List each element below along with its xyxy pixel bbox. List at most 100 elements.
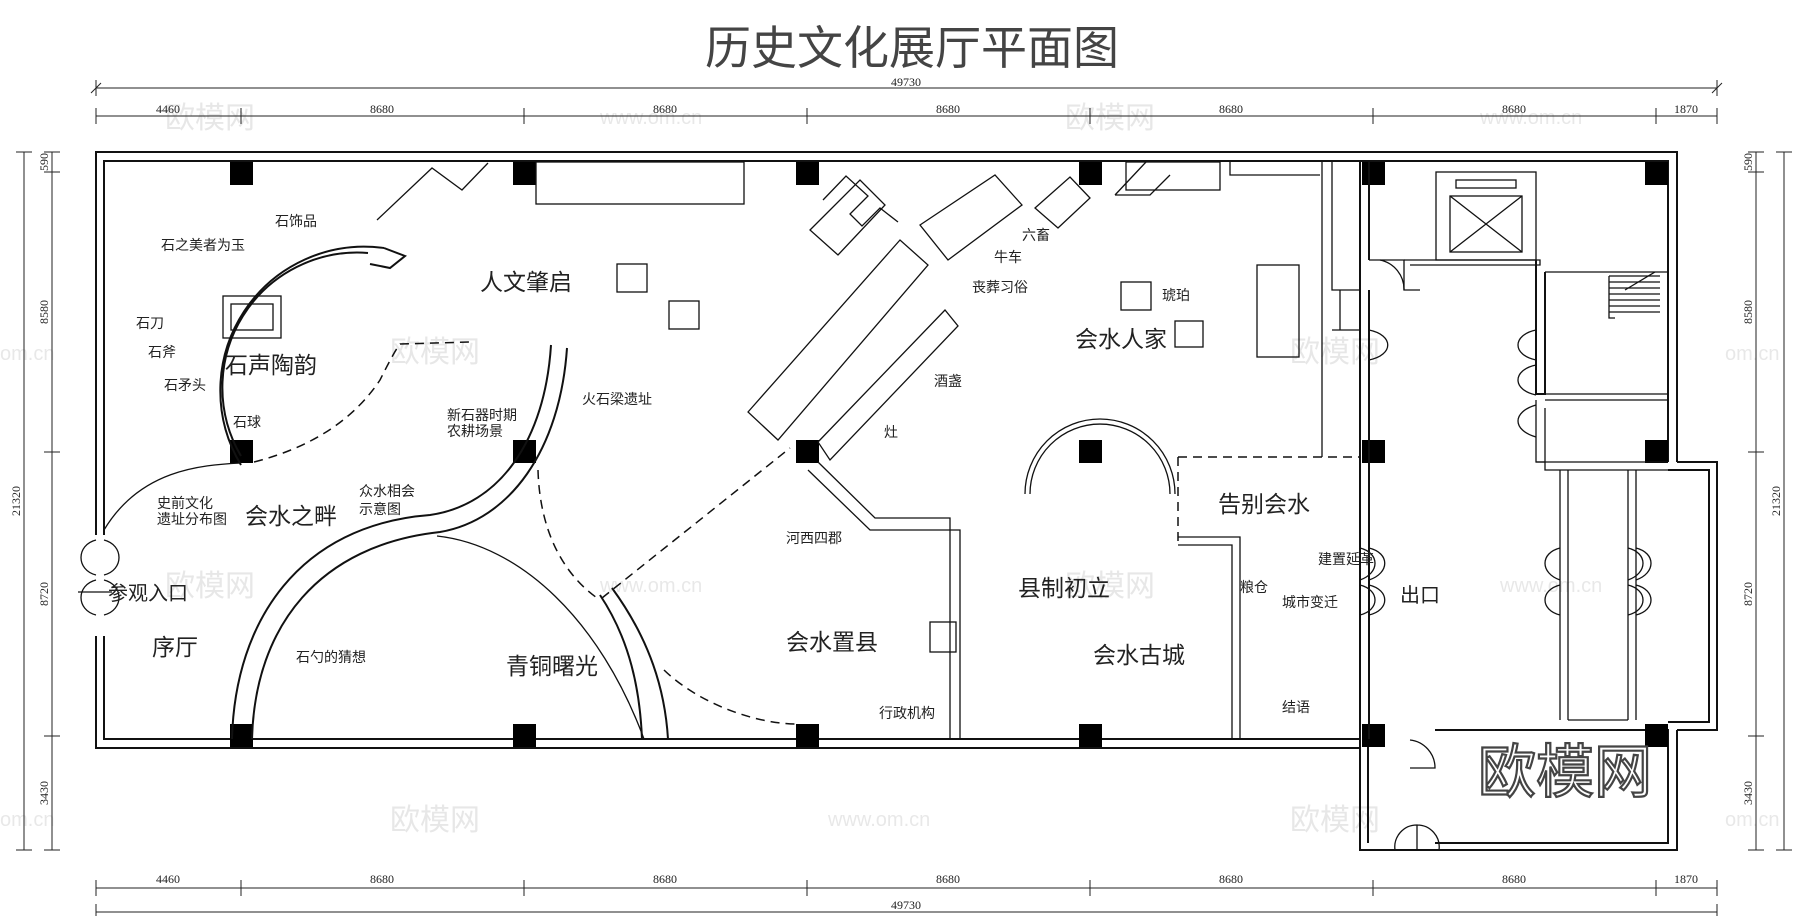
watermark-url: www.om.cn (827, 809, 930, 831)
structural-column (1645, 440, 1668, 463)
exhibit-label: 酒盏 (934, 374, 962, 390)
exhibit-label: 行政机构 (879, 706, 935, 722)
exhibit-label: 石饰品 (275, 214, 317, 230)
watermark-url: www.om.cn (1499, 575, 1602, 597)
room-label: 会水置县 (786, 630, 878, 656)
dim-total-bottom: 49730 (891, 898, 921, 912)
structural-column (796, 162, 819, 185)
dim-seg-top: 8680 (653, 102, 677, 116)
structural-column (1645, 724, 1668, 747)
structural-column (513, 162, 536, 185)
dim-seg-top: 1870 (1674, 102, 1698, 116)
dim-seg-bottom: 8680 (653, 872, 677, 886)
exhibit-label: 琥珀 (1162, 288, 1190, 304)
exhibit-label: 建置延革 (1318, 552, 1374, 568)
structural-column (1079, 162, 1102, 185)
brand-logo: 欧模网 (1478, 738, 1652, 806)
exhibit-label: 牛车 (994, 249, 1022, 266)
dim-height-seg: 590 (1741, 153, 1755, 171)
dim-seg-bottom: 8680 (1502, 872, 1526, 886)
dim-seg-top: 8680 (1502, 102, 1526, 116)
exit-label: 出口 (1400, 583, 1440, 607)
dim-seg-top: 8680 (936, 102, 960, 116)
exhibit-label: 史前文化 (157, 495, 213, 512)
dimension-top: 49730 4460 8680 8680 8680 8680 8680 1870 (90, 75, 1723, 124)
top-wall-features (376, 161, 1320, 227)
dim-seg-top: 4460 (156, 102, 180, 116)
dimension-left: 21320 590 8580 8720 3430 (9, 151, 60, 851)
entrance-door (78, 539, 120, 616)
exhibit-label: 石刀 (136, 316, 164, 332)
watermark-url: www.om.cn (599, 575, 702, 597)
dim-total-top: 49730 (891, 75, 921, 89)
room-label: 会水之畔 (245, 504, 337, 530)
dim-seg-bottom: 8680 (936, 872, 960, 886)
exhibit-label: 粮仓 (1240, 580, 1268, 596)
room-label: 序厅 (152, 635, 198, 661)
room-label: 告别会水 (1218, 492, 1310, 518)
room-label: 会水人家 (1075, 327, 1167, 353)
exhibit-label: 石斧 (148, 345, 176, 361)
center-arc (1024, 418, 1176, 495)
structural-column (513, 724, 536, 747)
exhibit-label: 新石器时期 (447, 408, 517, 424)
display-boxes (616, 263, 1300, 358)
watermark: 欧模网 (1290, 335, 1380, 370)
display-box (668, 300, 700, 330)
watermark: 欧模网 (1065, 569, 1155, 604)
dim-height-right: 21320 (1769, 486, 1783, 516)
exhibit-label: 示意图 (359, 501, 401, 518)
room-labels: 人文肇启 石声陶韵 会水之畔 序厅 青铜曙光 会水置县 县制初立 会水古城 会水… (108, 270, 1440, 680)
dim-seg-bottom: 8680 (370, 872, 394, 886)
exhibit-label: 河西四郡 (786, 531, 842, 547)
structural-column (796, 440, 819, 463)
exhibit-label: 六畜 (1022, 228, 1050, 244)
room-label: 石声陶韵 (225, 353, 317, 379)
exhibit-label: 灶 (884, 425, 898, 441)
structural-column (1362, 724, 1385, 747)
watermark: 欧模网 (1065, 101, 1155, 136)
dim-height-left: 21320 (9, 486, 23, 516)
display-box (1120, 281, 1152, 311)
dim-seg-bottom: 4460 (156, 872, 180, 886)
dim-height-seg: 8720 (37, 582, 51, 606)
watermark: 欧模网 (165, 569, 255, 604)
structural-column (1645, 162, 1668, 185)
exhibit-label: 丧葬习俗 (972, 280, 1028, 296)
dim-height-seg: 3430 (1741, 781, 1755, 805)
exhibit-label: 城市变迁 (1282, 594, 1338, 611)
exhibit-label: 石球 (233, 415, 261, 431)
dim-height-seg: 8580 (37, 300, 51, 324)
exhibit-label: 农耕场景 (447, 423, 503, 440)
farewell-room-walls (1177, 162, 1361, 739)
exhibit-label: 结语 (1282, 700, 1310, 716)
watermark: 欧模网 (390, 335, 480, 370)
dim-seg-bottom: 1870 (1674, 872, 1698, 886)
display-box (1174, 320, 1204, 348)
watermark-url: om.cn (1725, 809, 1779, 831)
structural-column (1362, 440, 1385, 463)
dim-seg-bottom: 8680 (1219, 872, 1243, 886)
watermark-url: om.cn (0, 809, 54, 831)
structural-column (1079, 440, 1102, 463)
diagonal-cases (747, 174, 1091, 739)
dim-seg-top: 8680 (1219, 102, 1243, 116)
outer-walls (95, 151, 1718, 851)
watermark-url: om.cn (1725, 343, 1779, 365)
watermark-layer: 欧模网 www.om.cn 欧模网 www.om.cn om.cn 欧模网 欧模… (0, 101, 1779, 838)
structural-column (1362, 162, 1385, 185)
watermark: 欧模网 (390, 803, 480, 838)
exhibit-label: 石勺的猜想 (296, 650, 366, 666)
dim-height-seg: 3430 (37, 781, 51, 805)
dim-height-seg: 590 (37, 153, 51, 171)
structural-column (230, 162, 253, 185)
stone-hall-walls (219, 245, 471, 466)
room-label: 青铜曙光 (506, 654, 598, 680)
room-label: 会水古城 (1093, 643, 1185, 669)
room-label: 县制初立 (1018, 576, 1110, 602)
exhibit-labels: 石饰品 石之美者为玉 石刀 石斧 石矛头 石球 史前文化 遗址分布图 新石器时期… (136, 214, 1374, 722)
dimension-bottom: 4460 8680 8680 8680 8680 8680 1870 49730 (95, 872, 1718, 916)
watermark: 欧模网 (165, 101, 255, 136)
structural-column (1079, 724, 1102, 747)
